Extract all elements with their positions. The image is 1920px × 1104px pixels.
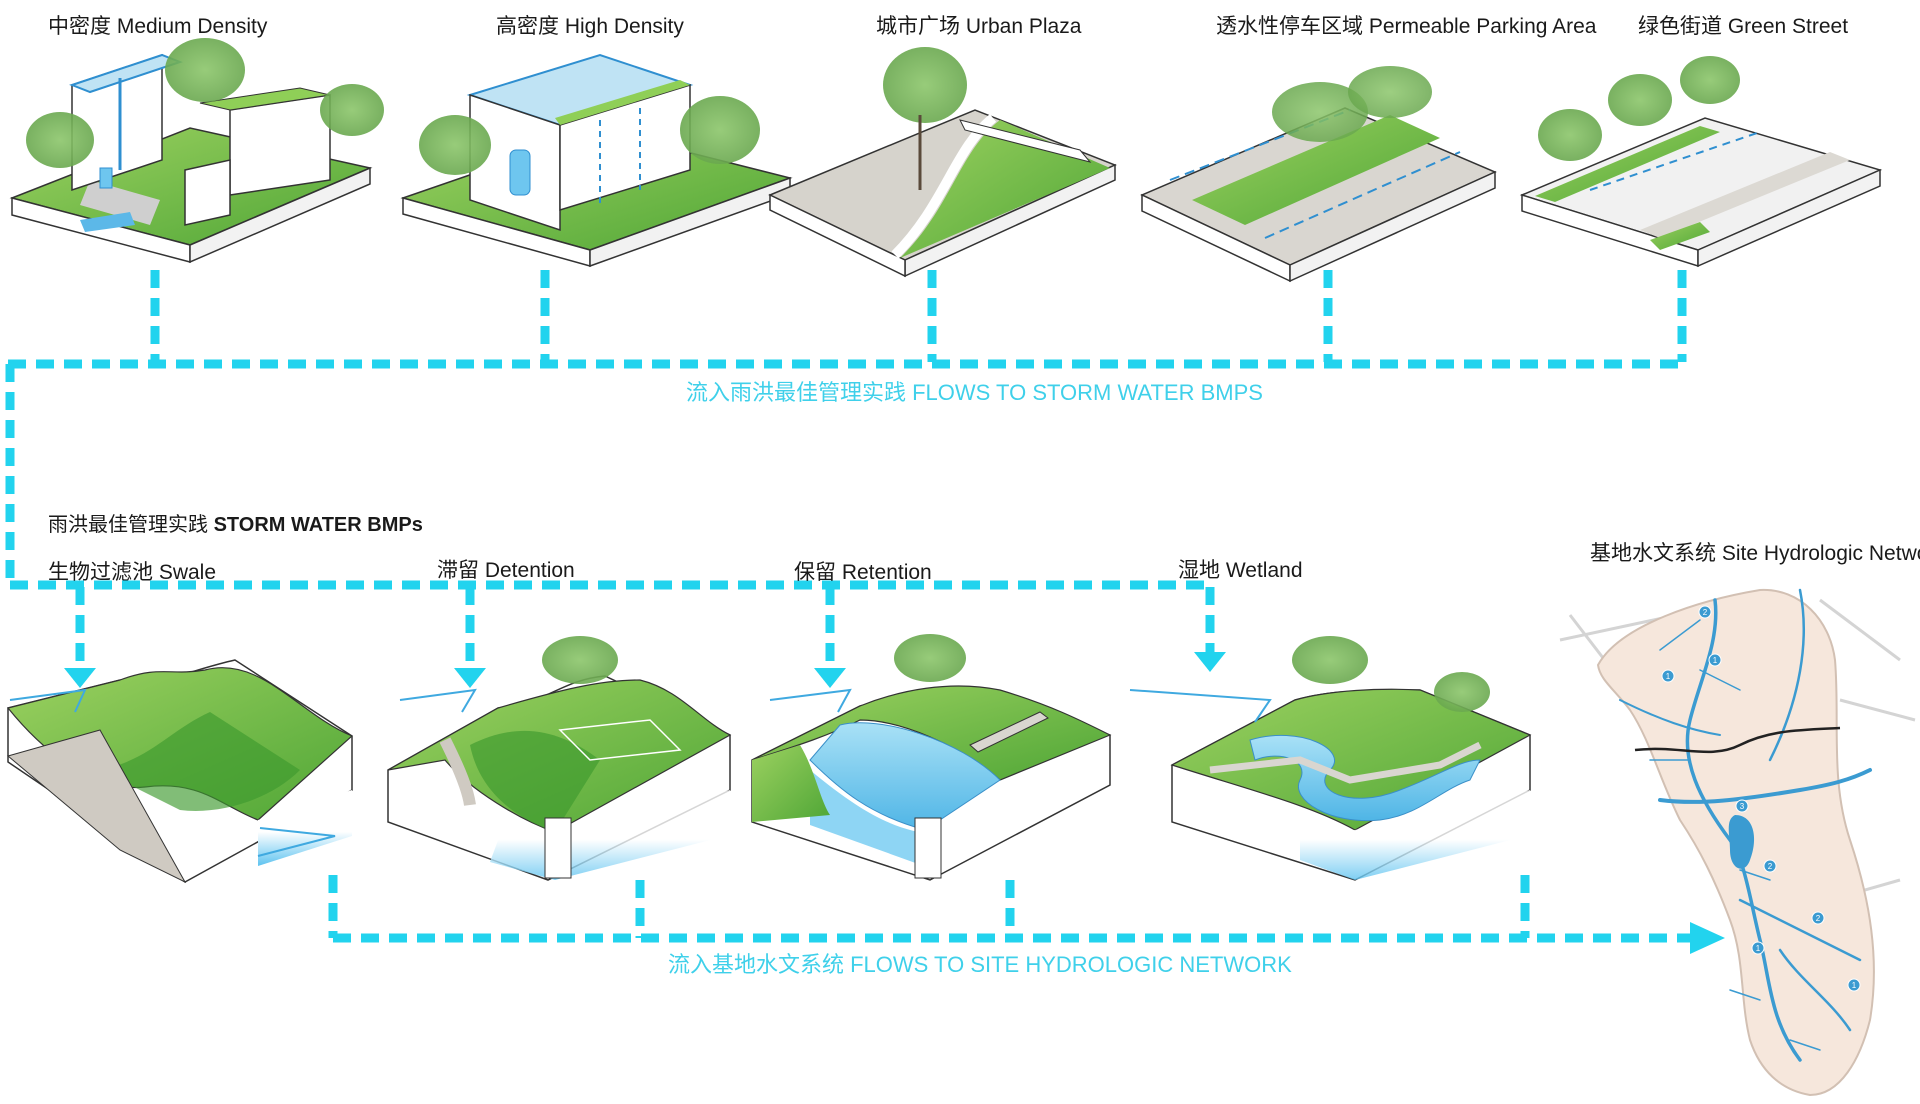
- label-site-network: 基地水文系统 Site Hydrologic Network: [1590, 542, 1920, 565]
- map-marker: 2: [1763, 859, 1777, 873]
- map-marker-label: 1: [1852, 981, 1857, 990]
- map-marker: 2: [1811, 911, 1825, 925]
- map-marker: 3: [1735, 799, 1749, 813]
- label-high-density: 高密度 High Density: [496, 15, 684, 38]
- label-urban-plaza: 城市广场 Urban Plaza: [876, 15, 1082, 38]
- bmp-detention: [387, 636, 732, 881]
- map-marker-label: 1: [1756, 944, 1761, 953]
- flow-connector-top: [5, 270, 1687, 668]
- label-detention: 滞留 Detention: [437, 559, 575, 582]
- scene-permeable-parking: [1140, 66, 1497, 283]
- map-marker: 2: [1698, 605, 1712, 619]
- map-marker-label: 1: [1666, 672, 1671, 681]
- label-wetland: 湿地 Wetland: [1178, 559, 1303, 582]
- scene-green-street: [1519, 56, 1883, 268]
- bmp-header-zh: 雨洪最佳管理实践: [48, 514, 214, 536]
- map-marker-label: 3: [1740, 802, 1745, 811]
- bmp-retention: [751, 634, 1112, 881]
- label-green-street: 绿色街道 Green Street: [1638, 15, 1849, 38]
- bmp-header-en: STORM WATER BMPs: [213, 514, 423, 536]
- flow-arrowhead-network: [1690, 922, 1725, 954]
- site-network-map: [1559, 588, 1916, 1097]
- flow-arrowheads-bmp: [64, 652, 1226, 688]
- map-markers: 2 1 1 3 2 2 1 1: [1661, 605, 1861, 992]
- map-marker: 1: [1661, 669, 1675, 683]
- bmp-swale: [6, 659, 354, 884]
- map-marker: 1: [1847, 978, 1861, 992]
- map-marker: 1: [1751, 941, 1765, 955]
- label-flows-to-network: 流入基地水文系统 FLOWS TO SITE HYDROLOGIC NETWOR…: [668, 952, 1292, 977]
- label-bmp-header: 雨洪最佳管理实践 STORM WATER BMPs: [48, 508, 423, 537]
- label-swale: 生物过滤池 Swale: [48, 561, 217, 584]
- label-retention: 保留 Retention: [794, 561, 932, 584]
- map-marker-label: 2: [1816, 914, 1821, 923]
- map-marker-label: 2: [1703, 608, 1708, 617]
- map-marker-label: 2: [1768, 862, 1773, 871]
- map-marker-label: 1: [1713, 656, 1718, 665]
- label-permeable-parking: 透水性停车区域 Permeable Parking Area: [1216, 15, 1597, 38]
- label-flows-to-bmps: 流入雨洪最佳管理实践 FLOWS TO STORM WATER BMPS: [686, 380, 1263, 405]
- scene-urban-plaza: [768, 47, 1117, 278]
- scene-high-density: [400, 53, 793, 268]
- flow-connector-bottom: [328, 875, 1690, 943]
- bmp-wetland: [1129, 636, 1532, 881]
- label-medium-density: 中密度 Medium Density: [48, 15, 268, 38]
- scene-medium-density: [9, 38, 384, 264]
- map-marker: 1: [1708, 653, 1722, 667]
